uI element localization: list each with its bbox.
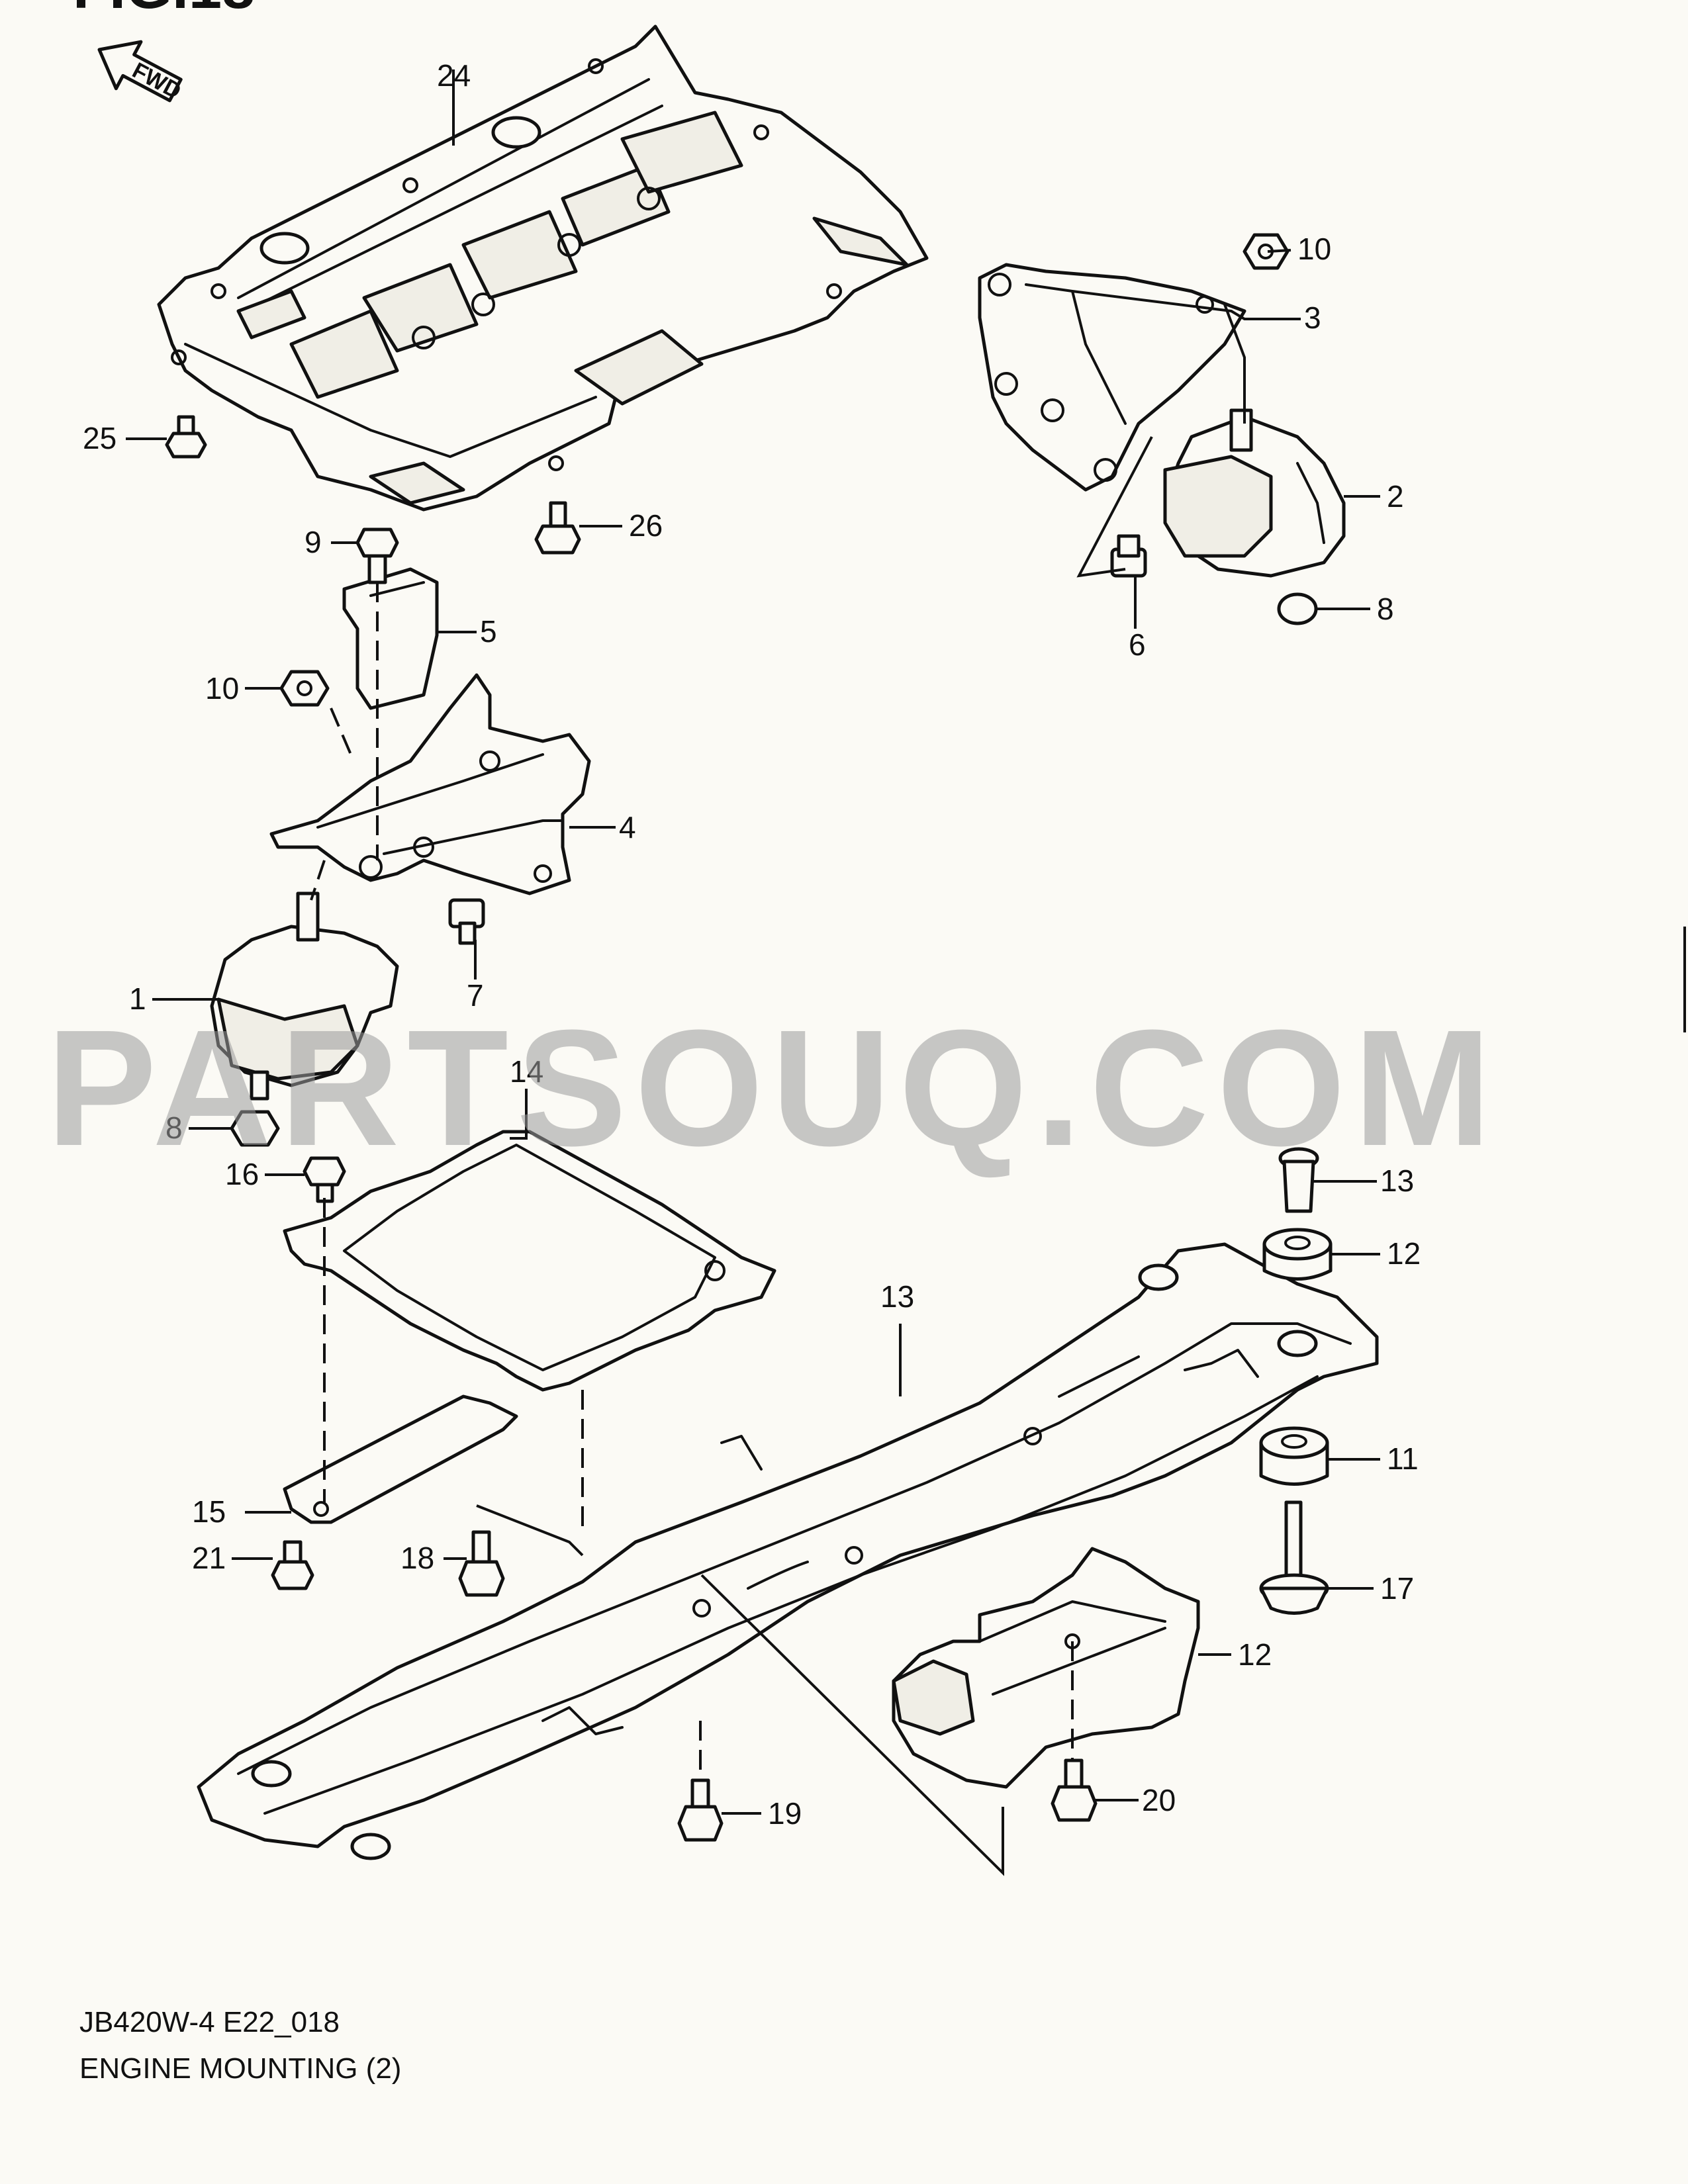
callout-9: 9 (305, 525, 322, 559)
callout-12: 12 (1387, 1236, 1421, 1271)
engine-mount-part-2[interactable] (1163, 408, 1346, 578)
callout-18: 16 (225, 1157, 259, 1191)
callout-22: 20 (1142, 1783, 1176, 1817)
under-cover-part-24[interactable] (157, 24, 929, 512)
bolt-part-7[interactable] (448, 898, 485, 945)
callout-7: 7 (467, 978, 484, 1013)
collar-part-13[interactable] (1278, 1147, 1319, 1213)
callout-1: 1 (129, 981, 146, 1016)
clip-part-26[interactable] (534, 501, 581, 555)
diagram-title: ENGINE MOUNTING (2) (79, 2052, 401, 2085)
bolt-part-19[interactable] (1259, 1500, 1329, 1615)
callout-17: 15 (192, 1494, 226, 1529)
callout-2: 2 (1387, 479, 1404, 514)
callout-8-right: 8 (1377, 592, 1394, 626)
callout-5: 5 (480, 614, 497, 649)
nut-part-8-right[interactable] (1277, 592, 1318, 625)
nut-part-10-left[interactable] (279, 670, 330, 707)
callout-10-left: 10 (205, 671, 239, 705)
callout-13: 13 (1380, 1163, 1414, 1198)
mount-bracket-part-3[interactable] (978, 263, 1246, 492)
figure-title: FIG.18 (73, 0, 255, 21)
rear-mount-part-14[interactable] (892, 1547, 1200, 1789)
mount-bracket-part-4[interactable] (269, 673, 591, 895)
callout-16: 14 (510, 1054, 543, 1089)
diagram-code: JB420W-4 E22_018 (79, 2006, 340, 2038)
callout-25: 25 (83, 421, 117, 455)
cushion-part-12[interactable] (1262, 1228, 1333, 1281)
bolt-part-21[interactable] (677, 1778, 724, 1842)
callout-8-left: 8 (165, 1111, 183, 1145)
fwd-label: FWD (128, 58, 185, 104)
bolt-part-20[interactable] (458, 1530, 505, 1597)
callout-24: 24 (437, 58, 471, 93)
callout-6: 6 (1129, 627, 1146, 662)
callout-20: 18 (400, 1541, 434, 1575)
callout-21: 19 (768, 1796, 802, 1831)
callout-26: 26 (629, 508, 663, 543)
strip-part-17[interactable] (283, 1394, 518, 1524)
engine-mount-part-1[interactable] (210, 891, 399, 1101)
callout-23: 21 (192, 1541, 226, 1575)
callout-labels: 24 10 3 2 6 8 9 5 10 4 7 1 8 16 14 13 15… (83, 58, 1421, 1831)
callout-10-right: 10 (1297, 232, 1331, 266)
callout-15: 13 (880, 1279, 914, 1314)
stopper-part-5[interactable] (342, 567, 439, 710)
watermark: PARTSOUQ.COM (46, 995, 1499, 1180)
callout-14: 12 (1238, 1637, 1272, 1672)
bolt-part-18[interactable] (303, 1156, 346, 1203)
bolt-part-22[interactable] (1051, 1758, 1098, 1822)
crossmember-part-15[interactable] (197, 1242, 1379, 1860)
callout-11: 11 (1387, 1441, 1419, 1476)
leader-lines (126, 69, 1380, 1876)
nut-part-10-right[interactable] (1243, 233, 1289, 270)
bolt-part-23[interactable] (271, 1540, 314, 1590)
fwd-arrow-icon: FWD (97, 40, 185, 104)
cushion-part-11[interactable] (1259, 1426, 1329, 1486)
callout-3: 3 (1304, 300, 1321, 335)
callout-19: 17 (1380, 1571, 1414, 1606)
bolt-part-25[interactable] (165, 415, 207, 459)
plate-part-16[interactable] (283, 1130, 776, 1392)
callout-4: 4 (619, 810, 636, 844)
